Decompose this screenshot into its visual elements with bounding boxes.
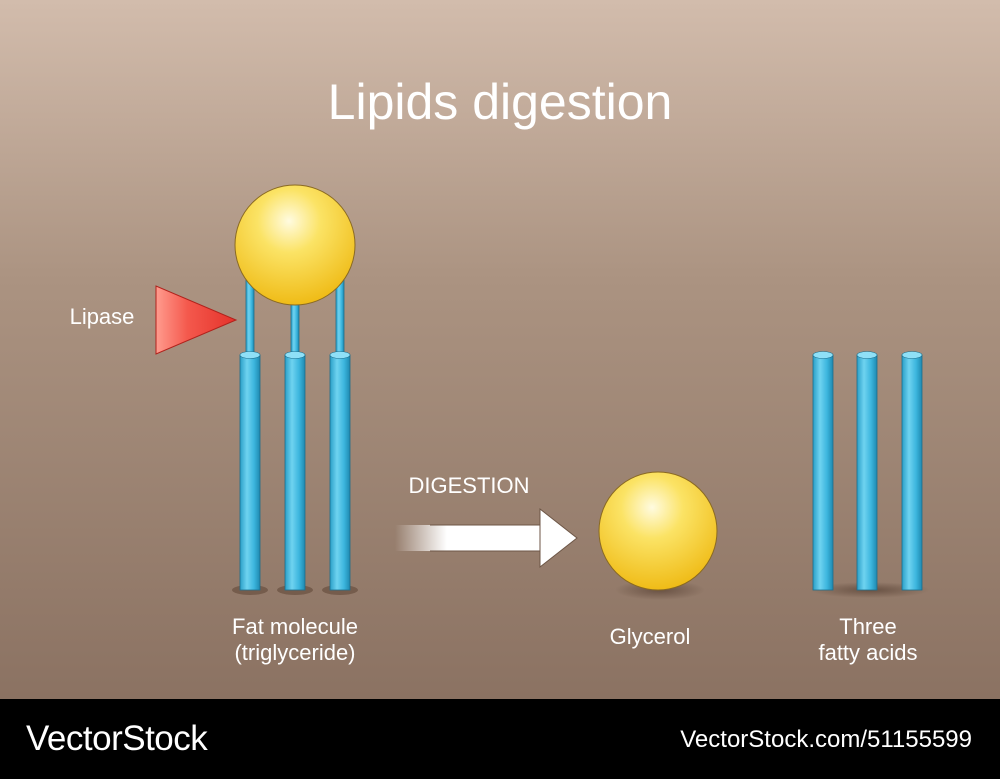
fatty-acid-cap bbox=[856, 351, 878, 359]
vectorstock-logo: VectorStock bbox=[26, 719, 208, 758]
fatty-acid-chain bbox=[239, 354, 261, 591]
fatty-acid-chain bbox=[856, 354, 878, 591]
ester-bond-connector bbox=[245, 279, 255, 357]
fatty-acid-cap bbox=[329, 351, 351, 359]
ester-bond-connector bbox=[290, 299, 300, 357]
fatty-acids-label-line2: fatty acids bbox=[818, 640, 918, 665]
glycerol-sphere bbox=[598, 471, 718, 591]
fatty-acid-chain bbox=[329, 354, 351, 591]
ester-bond-connector bbox=[335, 279, 345, 357]
fatty-acid-cap bbox=[901, 351, 923, 359]
digestion-arrow bbox=[395, 507, 578, 569]
fat-molecule-label: Fat molecule (triglyceride) bbox=[190, 614, 400, 666]
digestion-arrow-head bbox=[539, 507, 578, 569]
fat-molecule bbox=[232, 184, 358, 595]
glycerol-head-sphere bbox=[234, 184, 356, 306]
fatty-acids-label: Three fatty acids bbox=[778, 614, 958, 666]
fatty-acid-cap bbox=[239, 351, 261, 359]
glycerol-label: Glycerol bbox=[609, 624, 691, 649]
fat-molecule-label-line1: Fat molecule bbox=[232, 614, 358, 639]
fatty-acid-chain bbox=[901, 354, 923, 591]
image-id-text: VectorStock.com/51155599 bbox=[680, 726, 972, 753]
digestion-arrow-shaft bbox=[395, 525, 543, 551]
diagram-canvas: Lipids digestion Lipase DIGESTION Fat mo… bbox=[0, 0, 1000, 699]
fatty-acid-cap bbox=[284, 351, 306, 359]
lipase-label: Lipase bbox=[69, 304, 135, 329]
lipase-enzyme-triangle bbox=[155, 285, 238, 355]
three-fatty-acids bbox=[810, 351, 930, 598]
fatty-acids-label-line1: Three bbox=[839, 614, 897, 639]
diagram-title: Lipids digestion bbox=[327, 74, 673, 130]
glycerol bbox=[598, 471, 718, 600]
fatty-acid-chain bbox=[284, 354, 306, 591]
diagram-graphics bbox=[155, 184, 930, 600]
digestion-label: DIGESTION bbox=[408, 473, 530, 498]
fatty-acid-cap bbox=[812, 351, 834, 359]
watermark-footer: VectorStock VectorStock.com/51155599 bbox=[0, 699, 1000, 779]
fat-molecule-label-line2: (triglyceride) bbox=[234, 640, 356, 665]
fatty-acid-chain bbox=[812, 354, 834, 591]
